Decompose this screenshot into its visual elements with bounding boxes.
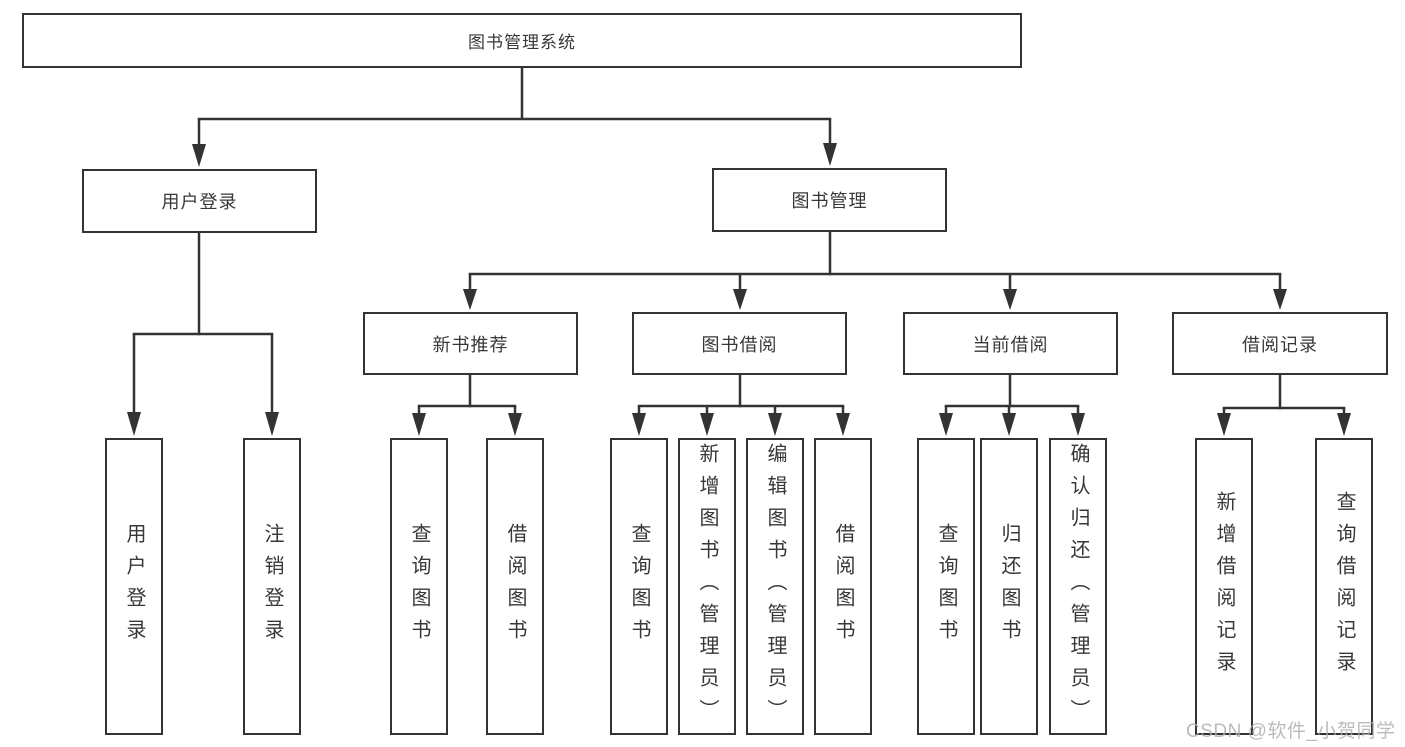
leaf-return-books: 归还图书 <box>980 438 1038 735</box>
leaf-query-borrow-record-label: 查询借阅记录 <box>1333 490 1355 683</box>
leaf-confirm-return-admin-label: 确认归还（管理员） <box>1067 442 1089 731</box>
leaf-borrow-books-label: 借阅图书 <box>832 522 854 651</box>
leaf-add-borrow-record: 新增借阅记录 <box>1195 438 1253 735</box>
node-current-borrowing: 当前借阅 <box>903 312 1118 375</box>
leaf-add-book-admin-label: 新增图书（管理员） <box>696 442 718 731</box>
node-book-borrowing: 图书借阅 <box>632 312 847 375</box>
csdn-watermark: CSDN @软件_小贺同学 <box>1186 721 1396 742</box>
leaf-query-books-recommend-label: 查询图书 <box>408 522 430 651</box>
leaf-edit-book-admin-label: 编辑图书（管理员） <box>764 442 786 731</box>
node-new-book-recommendation: 新书推荐 <box>363 312 578 375</box>
leaf-borrow-books-recommend-label: 借阅图书 <box>504 522 526 651</box>
leaf-return-books-label: 归还图书 <box>998 522 1020 651</box>
node-user-login-label: 用户登录 <box>161 192 238 212</box>
node-root-label: 图书管理系统 <box>468 33 576 52</box>
leaf-query-books-current-label: 查询图书 <box>935 522 957 651</box>
leaf-user-login: 用户登录 <box>105 438 163 735</box>
leaf-query-books-recommend: 查询图书 <box>390 438 448 735</box>
node-new-book-recommendation-label: 新书推荐 <box>432 334 509 355</box>
leaf-logout-label: 注销登录 <box>261 522 283 651</box>
node-borrowing-records: 借阅记录 <box>1172 312 1388 375</box>
leaf-user-login-label: 用户登录 <box>123 522 145 651</box>
leaf-edit-book-admin: 编辑图书（管理员） <box>746 438 804 735</box>
node-book-management-label: 图书管理 <box>791 191 868 211</box>
node-book-management: 图书管理 <box>712 168 947 232</box>
node-root: 图书管理系统 <box>22 13 1022 68</box>
leaf-borrow-books: 借阅图书 <box>814 438 872 735</box>
leaf-query-books-current: 查询图书 <box>917 438 975 735</box>
leaf-query-borrow-record: 查询借阅记录 <box>1315 438 1373 735</box>
leaf-add-borrow-record-label: 新增借阅记录 <box>1213 490 1235 683</box>
leaf-borrow-books-recommend: 借阅图书 <box>486 438 544 735</box>
leaf-confirm-return-admin: 确认归还（管理员） <box>1049 438 1107 735</box>
leaf-query-books-borrow-label: 查询图书 <box>628 522 650 651</box>
node-current-borrowing-label: 当前借阅 <box>972 334 1049 355</box>
node-user-login: 用户登录 <box>82 169 317 233</box>
leaf-logout: 注销登录 <box>243 438 301 735</box>
node-borrowing-records-label: 借阅记录 <box>1242 334 1318 355</box>
leaf-query-books-borrow: 查询图书 <box>610 438 668 735</box>
node-book-borrowing-label: 图书借阅 <box>701 334 778 355</box>
leaf-add-book-admin: 新增图书（管理员） <box>678 438 736 735</box>
